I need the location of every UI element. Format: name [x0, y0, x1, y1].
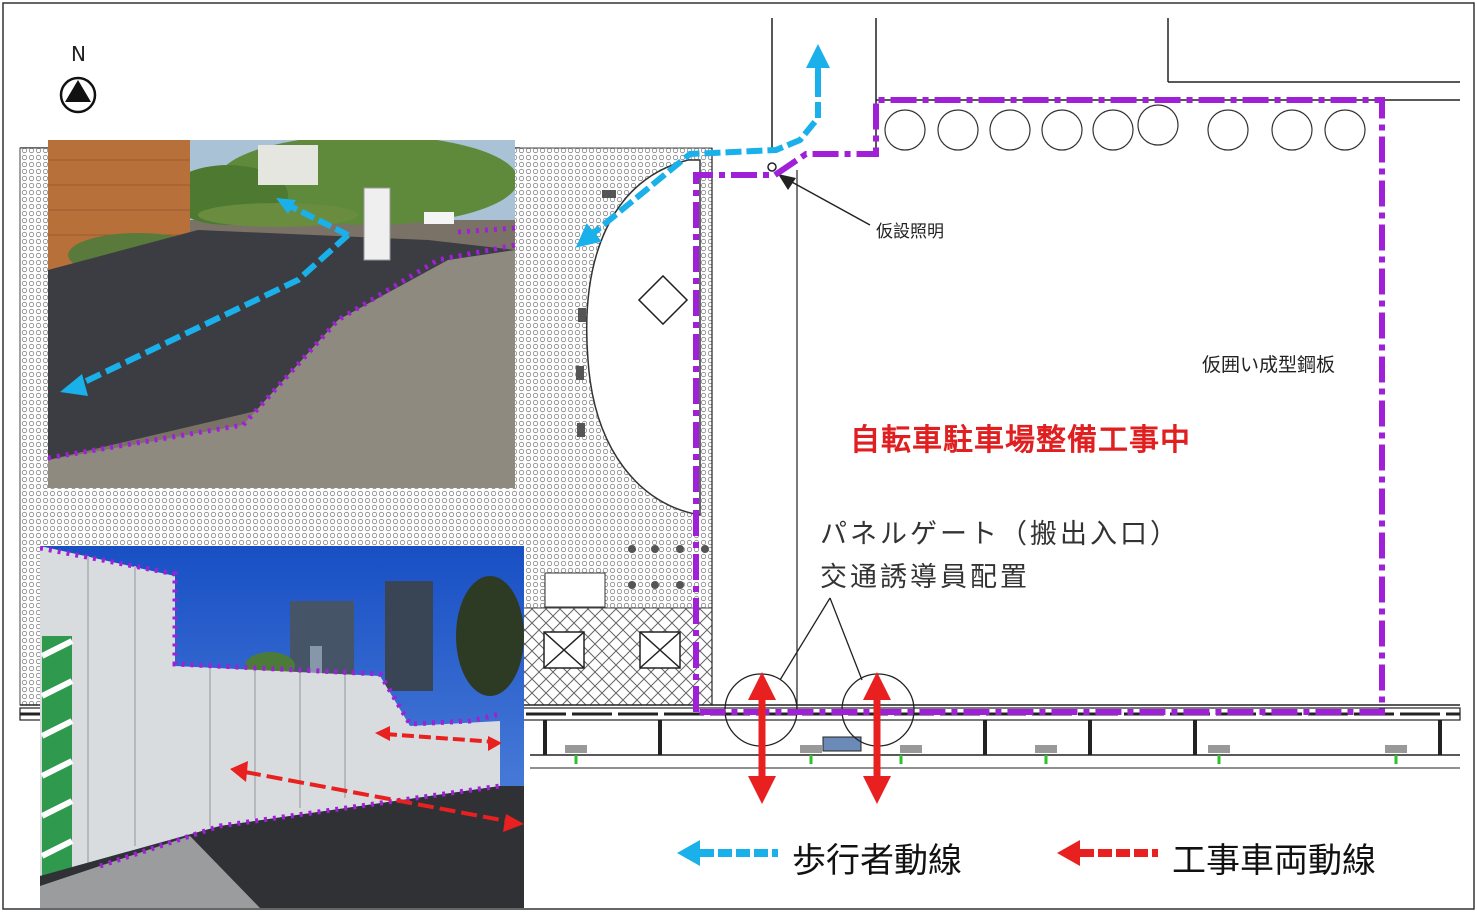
fence-boundary-line	[693, 97, 1385, 715]
vehicle-gate-arrows	[748, 672, 891, 804]
equipment-box	[544, 572, 606, 608]
fence-gate-photo	[40, 546, 524, 908]
legend-pedestrian-icon	[677, 840, 778, 866]
legend-vehicle-icon	[1057, 840, 1158, 866]
north-label: N	[71, 42, 86, 66]
north-arrow-icon	[59, 76, 97, 114]
tree-row	[884, 104, 1366, 151]
site-entrance-photo	[48, 140, 515, 488]
temporary-lighting-label: 仮設照明	[876, 222, 944, 242]
site-lines	[711, 148, 798, 710]
traffic-guard-label: 交通誘導員配置	[820, 562, 1030, 593]
fence-material-label: 仮囲い成型鋼板	[1202, 354, 1336, 376]
utility-boxes	[543, 631, 681, 669]
legend-pedestrian-label: 歩行者動線	[792, 841, 962, 881]
lighting-pointer	[767, 162, 871, 226]
panel-gate-label: パネルゲート（搬出入口）	[820, 519, 1180, 550]
planting-island	[586, 159, 701, 516]
site-posts	[576, 190, 709, 589]
diamond-marker	[637, 274, 689, 326]
pedestrian-route	[575, 60, 821, 248]
gate-callouts	[724, 597, 915, 747]
construction-notice: 自転車駐車場整備工事中	[850, 423, 1191, 458]
legend-vehicle-label: 工事車両動線	[1172, 841, 1376, 881]
